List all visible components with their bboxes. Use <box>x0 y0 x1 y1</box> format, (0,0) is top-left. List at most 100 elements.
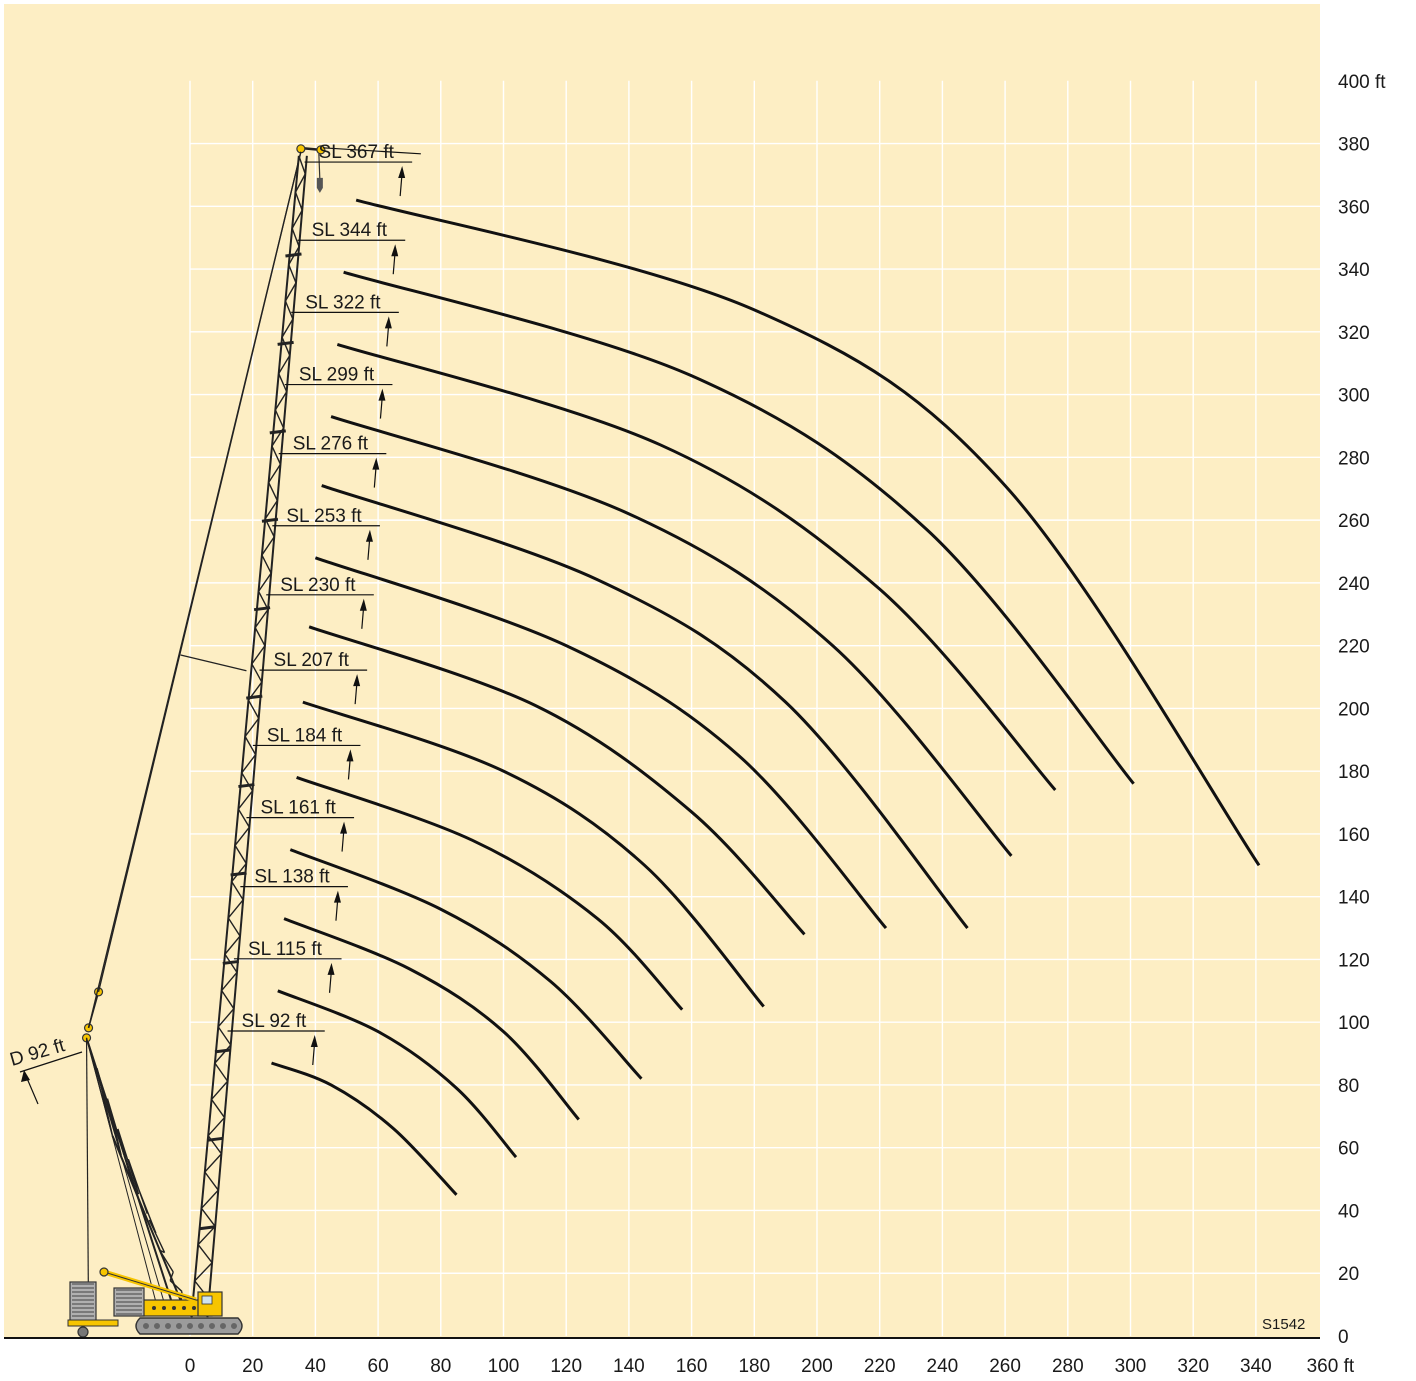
label-arrow-head <box>398 166 406 179</box>
y-tick-label: 20 <box>1338 1264 1359 1285</box>
x-tick-label: 20 <box>242 1356 263 1377</box>
ballast-plates <box>72 1283 94 1321</box>
range-curve <box>355 198 1261 867</box>
boom-section-joint <box>261 517 279 523</box>
y-tick-label: 200 <box>1338 699 1370 720</box>
range-curve <box>321 484 969 930</box>
y-axis-ticks: 0204060801001201401601802002202402602803… <box>1338 72 1386 1348</box>
range-curve <box>314 556 888 930</box>
y-tick-label: 80 <box>1338 1076 1359 1097</box>
range-curve <box>283 917 580 1121</box>
track-rollers <box>143 1323 237 1329</box>
x-tick-label: 280 <box>1052 1356 1084 1377</box>
cab-window <box>201 1295 213 1305</box>
range-curve <box>336 342 1057 791</box>
y-tick-label: 180 <box>1338 762 1370 783</box>
grid-lines <box>189 80 1320 1336</box>
label-arrow-head <box>340 821 348 834</box>
x-tick-label: 120 <box>550 1356 582 1377</box>
boom-chord-right <box>206 155 308 1318</box>
y-tick-label: 0 <box>1338 1327 1349 1348</box>
section-label: SL 184 ft <box>267 725 343 746</box>
range-curve <box>277 989 518 1159</box>
boom-section-joint <box>285 252 302 258</box>
hoist-rope <box>318 153 321 180</box>
range-curve <box>270 1061 458 1196</box>
carriage-bolts <box>152 1306 196 1310</box>
section-label: SL 92 ft <box>242 1011 308 1032</box>
boom-section-joint <box>238 783 255 789</box>
boom-section-joint <box>206 1136 224 1142</box>
range-curve <box>343 270 1135 785</box>
boom-pendant <box>87 151 302 1029</box>
x-tick-label: 180 <box>738 1356 770 1377</box>
label-arrow-head <box>327 962 335 975</box>
y-tick-label: 300 <box>1338 386 1370 407</box>
y-tick-label: 120 <box>1338 950 1370 971</box>
label-arrow-head <box>310 1034 318 1047</box>
range-curves <box>270 198 1261 1196</box>
section-label: SL 299 ft <box>299 365 375 386</box>
boom-section-joint <box>230 871 247 877</box>
section-label: SL 322 ft <box>305 292 381 313</box>
label-arrow-head <box>378 388 386 401</box>
section-label: SL 207 ft <box>274 650 350 671</box>
x-tick-label: 240 <box>927 1356 959 1377</box>
derrick-rope <box>86 1037 168 1312</box>
y-tick-label: 240 <box>1338 574 1370 595</box>
pendant-spreader <box>180 654 247 672</box>
crawler-crane-drawing: D 92 ft <box>8 144 421 1338</box>
y-tick-label: 40 <box>1338 1201 1359 1222</box>
derrick-label-arrow-shaft <box>25 1075 39 1105</box>
tip-leader-line <box>322 147 421 155</box>
label-arrow-head <box>353 674 361 687</box>
x-tick-label: 60 <box>368 1356 389 1377</box>
suspended-ballast <box>69 1281 97 1323</box>
boom-section-joint <box>253 606 271 612</box>
derrick-back-stay <box>85 1037 90 1318</box>
boom-section-joint <box>246 694 263 700</box>
chart-background <box>4 4 1320 1338</box>
range-curve <box>289 848 643 1080</box>
section-label: SL 276 ft <box>293 434 369 455</box>
figure-code: S1542 <box>1262 1316 1305 1333</box>
x-tick-label: 160 <box>676 1356 708 1377</box>
y-tick-label: 280 <box>1338 448 1370 469</box>
boom-chord-left <box>190 155 300 1318</box>
label-arrow-head <box>333 890 341 903</box>
y-tick-label: 320 <box>1338 323 1370 344</box>
x-tick-label: 200 <box>801 1356 833 1377</box>
range-curve <box>330 415 1013 857</box>
hook-block <box>316 177 323 193</box>
x-tick-label: 100 <box>488 1356 520 1377</box>
range-curve <box>308 625 806 936</box>
y-tick-label: 400 ft <box>1338 72 1386 93</box>
section-label: SL 138 ft <box>254 867 330 888</box>
x-tick-label: 340 <box>1240 1356 1272 1377</box>
derrick-label-line <box>19 1051 83 1073</box>
y-tick-label: 340 <box>1338 260 1370 281</box>
x-tick-label: 0 <box>185 1356 196 1377</box>
counterweight-beam-edge <box>103 1271 197 1301</box>
x-tick-label: 260 <box>989 1356 1021 1377</box>
derrick-label-arrow-head <box>21 1070 30 1082</box>
boom-section-joint <box>199 1225 216 1231</box>
section-label: SL 344 ft <box>312 220 388 241</box>
derrick-rope <box>86 1037 158 1305</box>
label-arrow-head <box>372 457 380 470</box>
section-labels: SL 92 ft SL 115 ft SL 138 ft SL 161 ft SL 18… <box>227 142 413 1066</box>
beam-pivot <box>99 1267 109 1277</box>
head-sheave <box>296 144 306 154</box>
x-tick-label: 80 <box>430 1356 451 1377</box>
label-arrow-head <box>359 598 367 611</box>
range-curve <box>302 700 765 1008</box>
range-curve <box>296 776 684 1011</box>
section-label: SL 115 ft <box>248 939 323 960</box>
y-tick-label: 260 <box>1338 511 1370 532</box>
section-label: SL 161 ft <box>260 798 336 819</box>
ballast-trailer <box>67 1319 119 1327</box>
y-tick-label: 160 <box>1338 825 1370 846</box>
label-arrow-head <box>365 529 373 542</box>
